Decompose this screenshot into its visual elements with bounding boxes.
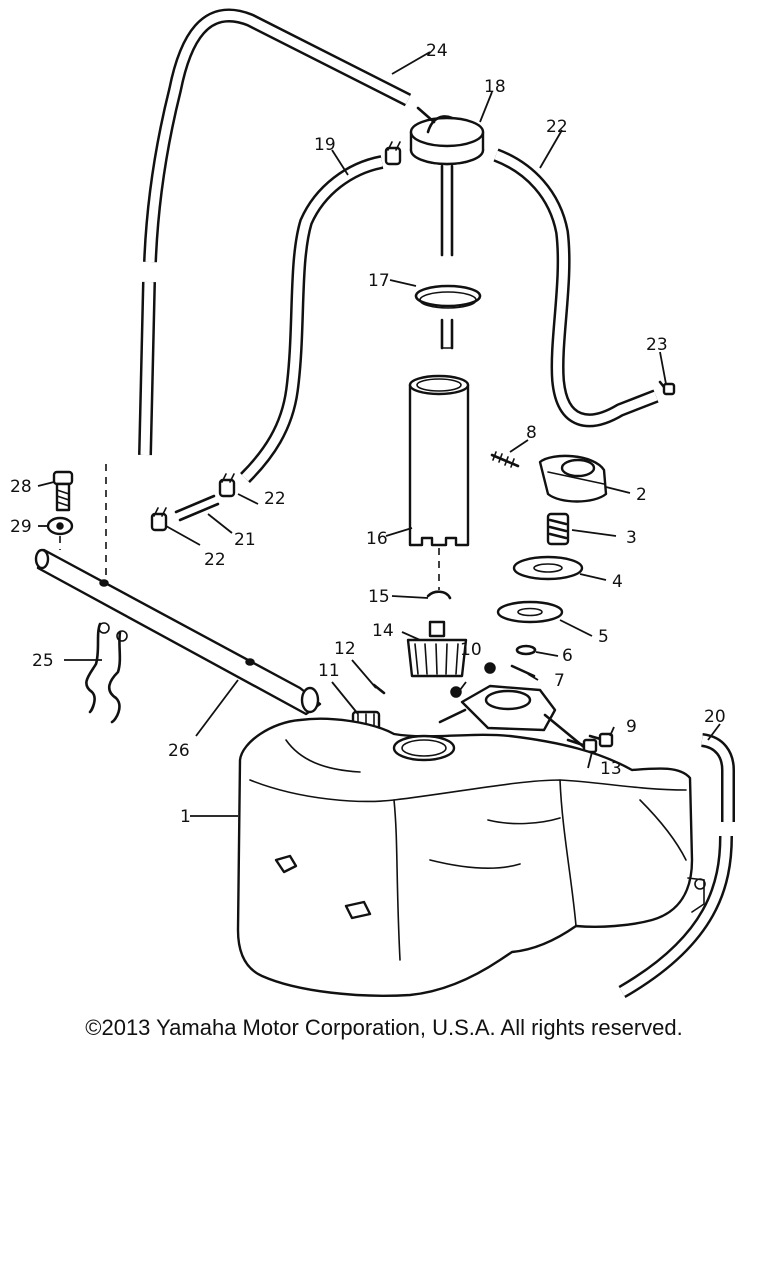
washer-29 (46, 516, 74, 536)
gasket-5 (496, 600, 564, 624)
oring-6 (515, 644, 537, 656)
part-label-19: 19 (314, 135, 336, 155)
nuts-10 (450, 662, 496, 698)
part-label-22-upper: 22 (264, 489, 286, 509)
clip-24 (658, 380, 676, 396)
screw-8 (490, 451, 520, 468)
part-label-1: 1 (180, 807, 191, 827)
hose-25 (138, 8, 412, 456)
part-label-3: 3 (626, 528, 637, 548)
bolt-9 (588, 732, 614, 748)
hose-19 (240, 155, 384, 483)
clamp-22-upper (218, 473, 236, 498)
copyright-notice: ©2013 Yamaha Motor Corporation, U.S.A. A… (85, 1015, 683, 1040)
part-label-5: 5 (598, 627, 609, 647)
part-label-12: 12 (334, 639, 356, 659)
leader-lines (37, 51, 721, 817)
part-label-7: 7 (554, 671, 565, 691)
part-label-22-lower: 22 (204, 550, 226, 570)
hose-20 (618, 733, 735, 999)
part-label-13: 13 (600, 759, 622, 779)
part-label-14: 14 (372, 621, 394, 641)
part-label-24: 23 (646, 335, 668, 355)
clamp-top-19 (384, 141, 402, 166)
fuel-tank-1 (236, 717, 706, 997)
spring-3 (546, 512, 570, 546)
part-label-15: 15 (368, 587, 390, 607)
hose-23 (493, 148, 659, 428)
part-label-17: 17 (368, 271, 390, 291)
part-label-8: 8 (526, 423, 537, 443)
part-label-23: 22 (546, 117, 568, 137)
part-label-2: 2 (636, 485, 647, 505)
filter-14 (406, 620, 468, 678)
part-label-6: 6 (562, 646, 573, 666)
part-label-16: 16 (366, 529, 388, 549)
part-label-4: 4 (612, 572, 623, 592)
cover-2 (538, 454, 608, 503)
fuel-tank-exploded-diagram: 24 18 22 19 17 23 8 2 28 22 29 21 16 3 2… (10, 8, 735, 999)
part-label-21: 21 (234, 530, 256, 550)
ring-17 (414, 284, 482, 309)
spring-clip-26 (85, 622, 128, 724)
part-label-18: 18 (484, 77, 506, 97)
part-label-20: 20 (704, 707, 726, 727)
part-label-25: 24 (426, 41, 448, 61)
gauge-cap-18 (409, 106, 485, 166)
part-labels: 24 18 22 19 17 23 8 2 28 22 29 21 16 3 2… (10, 41, 726, 827)
part-label-9: 9 (626, 717, 637, 737)
bar-27 (34, 548, 322, 716)
joint-21 (174, 494, 220, 522)
part-label-28: 28 (10, 477, 32, 497)
bolt-28 (52, 470, 74, 512)
clip-15 (426, 590, 452, 600)
screw-7 (510, 664, 536, 678)
part-label-11: 11 (318, 661, 340, 681)
part-label-27: 26 (168, 741, 190, 761)
part-label-29: 29 (10, 517, 32, 537)
plate-4 (512, 555, 584, 581)
clamp-22-lower (150, 507, 168, 532)
gauge-rod (440, 164, 454, 350)
part-label-10: 10 (460, 640, 482, 660)
tube-16 (408, 374, 470, 547)
part-label-26: 25 (32, 651, 54, 671)
